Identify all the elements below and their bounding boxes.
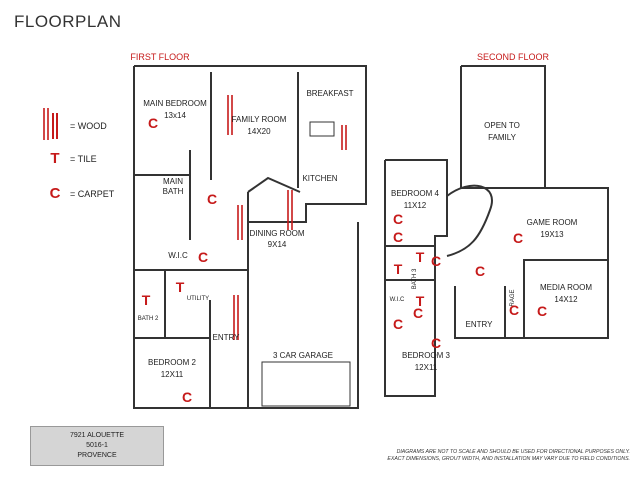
carpet-marks: C C C C C C C C C C C C C C: [148, 115, 547, 405]
breakfast-label: BREAKFAST: [306, 89, 353, 98]
tile-mark: T: [142, 292, 151, 308]
media-room-label: MEDIA ROOM: [540, 283, 592, 292]
game-room-size: 19X13: [540, 230, 564, 239]
tile-mark: T: [416, 249, 425, 265]
tile-mark: T: [416, 293, 425, 309]
main-bedroom-label: MAIN BEDROOM: [143, 99, 207, 108]
carpet-mark: C: [198, 249, 208, 265]
dining-room-label: DINING ROOM: [249, 229, 304, 238]
game-room-label: GAME ROOM: [527, 218, 578, 227]
main-bath-label-1: MAIN: [163, 177, 183, 186]
dining-room-size: 9X14: [268, 240, 287, 249]
bedroom3-size: 12X11: [415, 363, 438, 372]
carpet-symbol-icon: C: [49, 185, 61, 202]
family-room-label: FAMILY ROOM: [232, 115, 287, 124]
main-bath-label-2: BATH: [163, 187, 184, 196]
wood-floor-marks: [43, 95, 347, 340]
tile-marks: T T T T T: [142, 249, 425, 309]
legend-tile-label: = TILE: [70, 153, 97, 164]
tile-mark: T: [394, 261, 403, 277]
second-floor-walls: [384, 65, 609, 397]
wic-label: W.I.C: [168, 251, 188, 260]
bedroom3-label: BEDROOM 3: [402, 351, 451, 360]
second-floor-title: SECOND FLOOR: [477, 52, 550, 62]
tile-symbol-icon: T: [50, 150, 60, 167]
carpet-mark: C: [509, 302, 519, 318]
bath2-label: BATH 2: [138, 316, 159, 322]
address-street: 7921 ALOUETTE: [69, 432, 125, 439]
legend-carpet: C = CARPET: [46, 185, 115, 202]
family-room-size: 14X20: [247, 127, 271, 136]
bedroom4-label: BEDROOM 4: [391, 189, 440, 198]
kitchen-label: KITCHEN: [302, 174, 337, 183]
open-to-family-label-1: OPEN TO: [484, 121, 520, 130]
carpet-mark: C: [537, 303, 547, 319]
carpet-mark: C: [431, 253, 441, 269]
carpet-mark: C: [431, 335, 441, 351]
legend-tile: T = TILE: [46, 150, 97, 167]
room-labels: FIRST FLOOR MAIN BEDROOM 13x14 FAMILY RO…: [130, 52, 592, 379]
carpet-mark: C: [513, 230, 523, 246]
legend-carpet-label: = CARPET: [70, 188, 115, 199]
address-plan-code: 5016-1: [86, 442, 108, 449]
carpet-mark: C: [475, 263, 485, 279]
first-floor-walls: [133, 65, 367, 409]
bath3-label: BATH 3: [412, 268, 418, 289]
carpet-mark: C: [182, 389, 192, 405]
storage-label: RAGE: [510, 289, 516, 306]
tile-mark: T: [176, 279, 185, 295]
garage-label: 3 CAR GARAGE: [273, 351, 333, 360]
media-room-size: 14X12: [554, 295, 578, 304]
bedroom2-size: 12X11: [161, 370, 184, 379]
carpet-mark: C: [207, 191, 217, 207]
address-plan-name: PROVENCE: [77, 452, 117, 459]
address-label-box: 7921 ALOUETTE 5016-1 PROVENCE: [30, 426, 164, 466]
disclaimer: DIAGRAMS ARE NOT TO SCALE AND SHOULD BE …: [330, 449, 630, 463]
legend-wood-label: = WOOD: [70, 121, 107, 131]
carpet-mark: C: [393, 229, 403, 245]
entry-label: ENTRY: [213, 333, 241, 342]
disclaimer-line-1: DIAGRAMS ARE NOT TO SCALE AND SHOULD BE …: [396, 449, 630, 455]
carpet-mark: C: [393, 316, 403, 332]
second-entry-label: ENTRY: [466, 320, 494, 329]
main-bedroom-size: 13x14: [164, 111, 186, 120]
utility-label: UTILITY: [187, 296, 209, 302]
open-to-family-label-2: FAMILY: [488, 133, 517, 142]
wic2-label: W.I.C: [390, 297, 405, 303]
disclaimer-line-2: EXACT DIMENSIONS, GROUT WIDTH, AND INSTA…: [387, 456, 630, 462]
carpet-mark: C: [413, 305, 423, 321]
carpet-mark: C: [393, 211, 403, 227]
carpet-mark: C: [148, 115, 158, 131]
first-floor-title: FIRST FLOOR: [130, 52, 190, 62]
legend-wood: = WOOD: [46, 113, 107, 139]
wood-symbol-icon: [46, 113, 64, 139]
bedroom4-size: 11X12: [404, 201, 427, 210]
bedroom2-label: BEDROOM 2: [148, 358, 197, 367]
page-title: FLOORPLAN: [14, 12, 122, 31]
